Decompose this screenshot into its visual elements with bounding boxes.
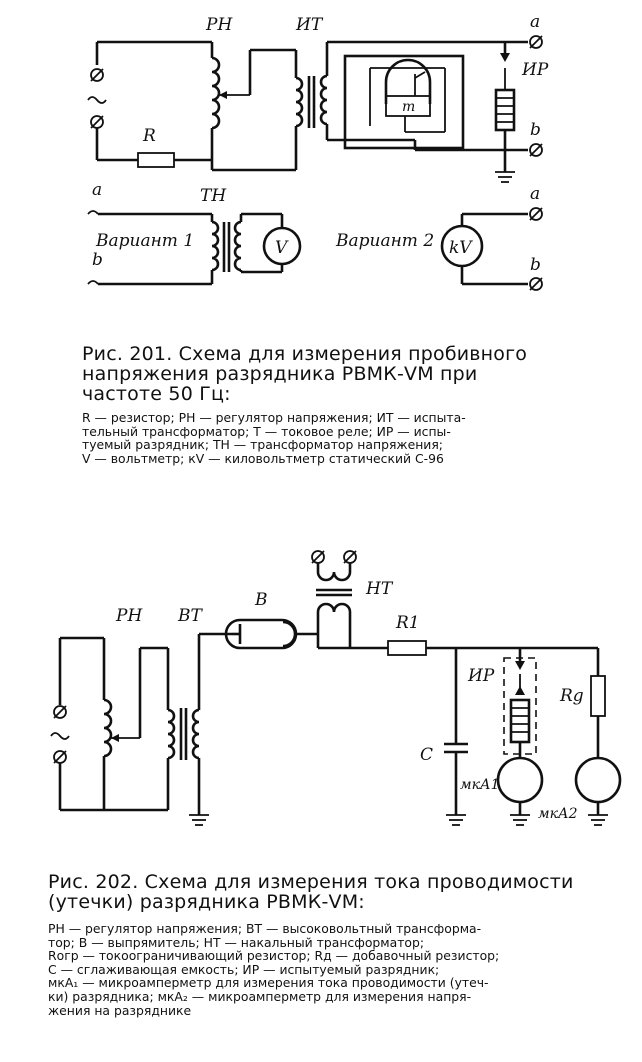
test-transformer-it	[295, 74, 328, 128]
label-mka2: мкА2	[538, 806, 578, 822]
svg-text:V: V	[275, 238, 289, 258]
kilovoltmeter-kv: kV	[440, 212, 528, 286]
current-relay-t: т	[343, 54, 465, 150]
label-r1: R1	[395, 613, 420, 633]
label-b-v1: b	[92, 250, 103, 270]
label-mka1: мкА1	[460, 777, 499, 793]
svg-text:kV: kV	[449, 238, 473, 258]
label-b-top: b	[530, 120, 541, 140]
figure-201-caption-title: Рис. 201. Схема для измерения пробивного…	[82, 343, 528, 405]
resistor-r1	[387, 640, 427, 656]
label-rg: Rg	[559, 686, 584, 706]
terminal-b	[529, 143, 543, 157]
label-b-v2: b	[530, 255, 541, 275]
voltage-regulator-rn	[210, 56, 250, 160]
label-a-v2: a	[530, 184, 540, 204]
label-variant1: Вариант 1	[95, 231, 194, 251]
label-ir-202: ИР	[467, 666, 495, 686]
voltage-transformer-tn	[210, 212, 282, 284]
hv-transformer-vt	[166, 634, 209, 826]
label-it: ИТ	[295, 15, 324, 35]
label-vt: ВТ	[177, 606, 203, 626]
smoothing-capacitor-c	[444, 648, 468, 826]
label-rn: РН	[205, 15, 233, 35]
label-a-top: a	[530, 12, 540, 32]
ac-source-terminals	[87, 42, 107, 160]
microammeter-mka1	[496, 756, 544, 826]
label-tn: ТН	[200, 186, 227, 206]
terminal-a	[529, 35, 543, 49]
tested-arrester-ir	[494, 68, 516, 172]
label-nt: НТ	[365, 579, 394, 599]
rectifier-v	[224, 618, 318, 650]
label-variant2: Вариант 2	[335, 231, 434, 251]
label-a-v1: a	[92, 180, 102, 200]
label-rn-202: РН	[115, 606, 143, 626]
figure-202-caption-body: РН — регулятор напряжения; ВТ — высоково…	[48, 921, 500, 1018]
voltage-regulator-rn-202	[102, 698, 140, 810]
voltmeter-v: V	[262, 214, 302, 272]
label-c: C	[420, 745, 433, 765]
label-r: R	[142, 126, 156, 146]
ac-source-terminals-202	[50, 638, 70, 810]
microammeter-mka2	[574, 756, 622, 826]
figure-202-caption-title: Рис. 202. Схема для измерения тока прово…	[48, 871, 574, 913]
tested-arrester-ir-202	[503, 648, 537, 758]
svg-text:т: т	[402, 99, 415, 115]
figure-201-caption-body: R — резистор; РН — регулятор напряжения;…	[82, 410, 466, 466]
label-v-rectifier: В	[254, 590, 268, 610]
filament-transformer-nt	[311, 550, 357, 648]
resistor-r	[137, 152, 175, 168]
ground-symbol	[495, 171, 515, 183]
resistor-rg	[590, 648, 606, 758]
label-ir: ИР	[521, 60, 549, 80]
